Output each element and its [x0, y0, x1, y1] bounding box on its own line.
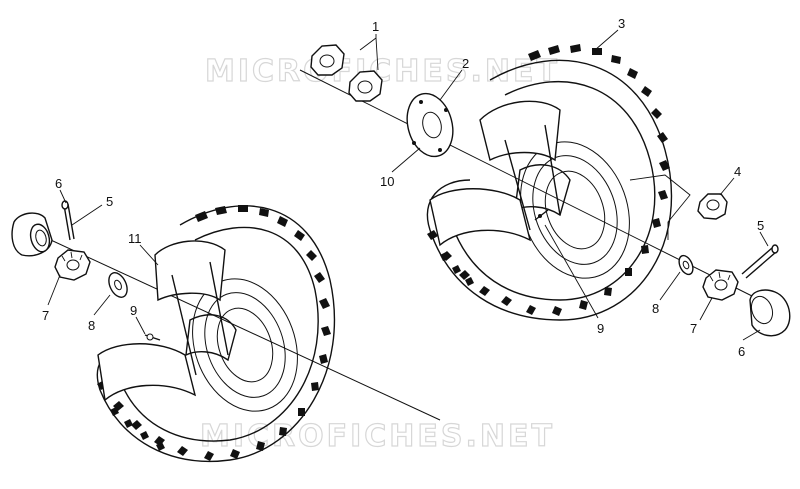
- washer-left: [108, 272, 128, 298]
- right-wheel-rim: [429, 100, 630, 279]
- valve-stem-left: [144, 333, 161, 341]
- callout-labels: 1 2 3 4 5 5 6 6 7 7 8 8 9 9 10 11: [42, 16, 764, 359]
- castle-nut-left: [54, 249, 91, 281]
- callout-8-left: 8: [88, 318, 95, 333]
- left-wheel-assembly: [11, 200, 441, 462]
- callout-8-right: 8: [652, 301, 659, 316]
- dust-cap-left: [11, 212, 53, 257]
- dust-cap-right: [749, 289, 791, 337]
- leader-lines: [47, 29, 769, 341]
- right-wheel-assembly: [299, 44, 791, 337]
- callout-11: 11: [128, 231, 142, 246]
- callout-7-left: 7: [42, 308, 49, 323]
- hub-nut-4: [697, 193, 728, 220]
- callout-7-right: 7: [690, 321, 697, 336]
- cotter-pin-left: [61, 200, 75, 241]
- callout-3: 3: [618, 16, 625, 31]
- left-axle-line: [39, 234, 441, 421]
- callout-9-left: 9: [130, 303, 137, 318]
- callout-6-left: 6: [55, 176, 62, 191]
- callout-6-right: 6: [738, 344, 745, 359]
- callout-4: 4: [734, 164, 741, 179]
- callout-1: 1: [372, 19, 379, 34]
- callout-5-left: 5: [106, 194, 113, 209]
- valve-stem-right: [534, 209, 549, 221]
- castle-nut-right: [702, 269, 739, 301]
- callout-9-right: 9: [597, 321, 604, 336]
- callout-5-right: 5: [757, 218, 764, 233]
- left-wheel-rim: [97, 240, 298, 412]
- washer-right: [678, 254, 694, 276]
- lug-nuts: [310, 44, 383, 102]
- cotter-pin-right: [741, 244, 779, 279]
- left-tire: [96, 205, 336, 462]
- callout-10: 10: [380, 174, 394, 189]
- right-hub: [406, 92, 454, 158]
- watermark-bottom: MICROFICHES.NET: [200, 419, 555, 454]
- right-tire: [426, 44, 673, 321]
- callout-2: 2: [462, 56, 469, 71]
